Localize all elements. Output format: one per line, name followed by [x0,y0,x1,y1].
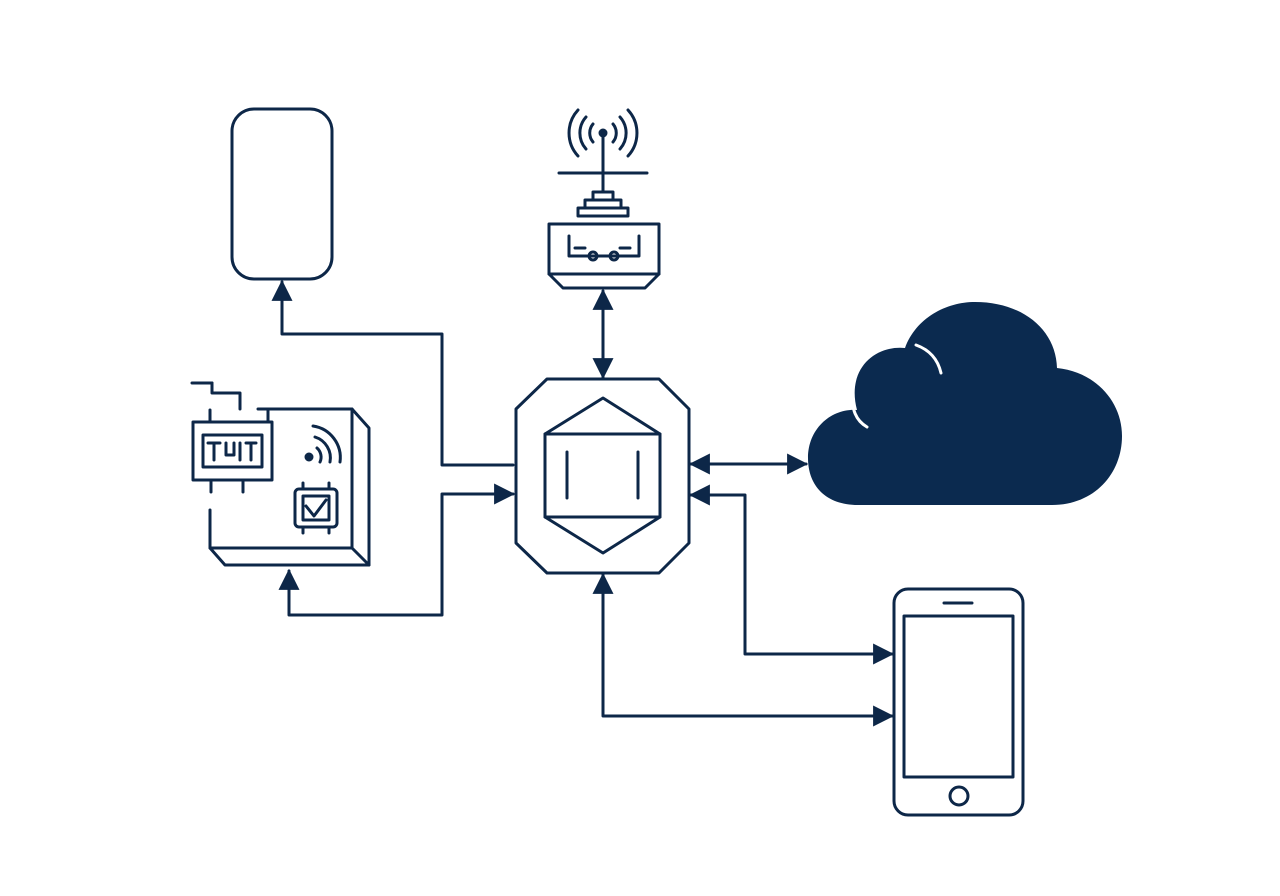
cloud-highlight [851,343,943,429]
hexagon-gateway-icon [514,377,691,575]
cloud [808,302,1122,505]
smartphone-home-button [948,785,970,807]
connector-hub-phone-upper [688,484,895,665]
connector-board-to-hub [278,483,516,617]
board-body [208,407,371,567]
connectors [271,279,895,727]
smartphone-icon [892,587,1025,817]
top-left-device [230,107,334,281]
circuit-board-icon [190,381,371,567]
central-hub [514,377,691,575]
board-chip [191,420,274,482]
wifi-icon [304,452,314,462]
connector-hub-phone-lower [592,572,895,727]
cloud-icon [808,302,1122,505]
smartphone-screen [902,614,1015,779]
small-chip-icon [293,487,339,529]
connector-hub-to-top-left-device [271,279,515,467]
smartphone-body [892,587,1025,817]
antenna-router-icon [547,108,661,290]
